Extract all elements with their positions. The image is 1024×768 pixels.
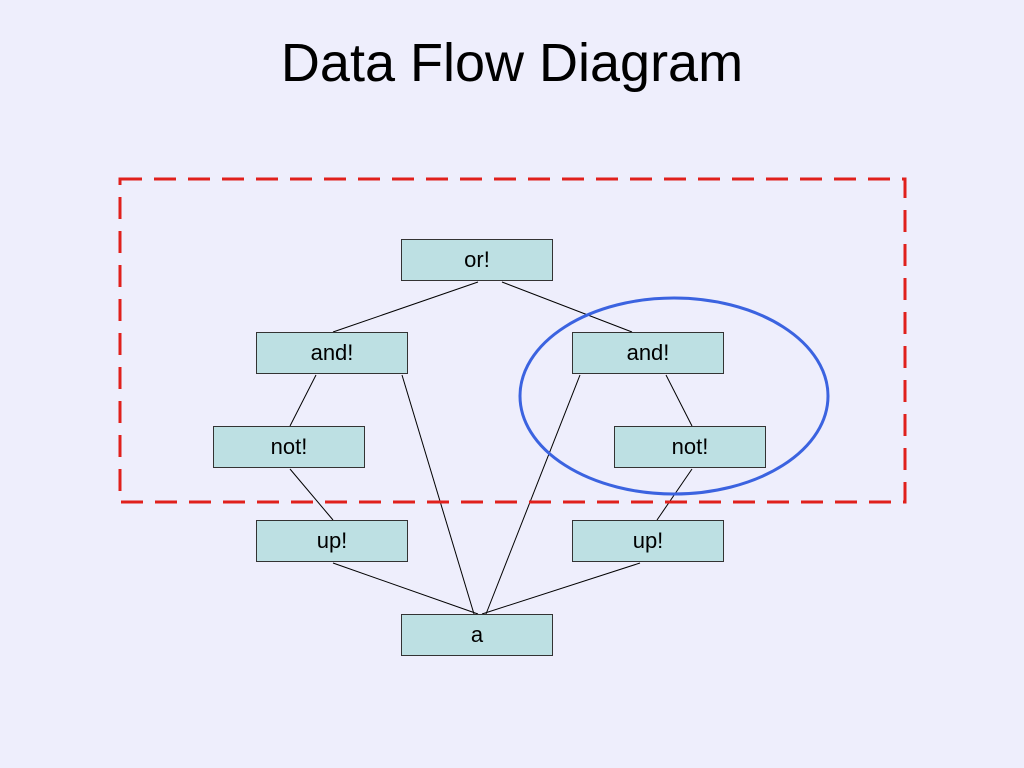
edge-up-right-a xyxy=(481,562,641,615)
page-title: Data Flow Diagram xyxy=(280,33,744,93)
edge-not-left-up-left xyxy=(289,468,334,521)
edge-up-left-a xyxy=(332,562,479,615)
dashed-region-outline xyxy=(118,177,907,504)
edge-or-and-left xyxy=(332,281,479,333)
node-up-right: up! xyxy=(572,520,724,562)
edge-and-left-not-left xyxy=(289,374,317,427)
edge-and-right-a xyxy=(485,374,581,615)
highlight-ellipse xyxy=(518,296,830,496)
edge-or-and-right xyxy=(501,281,633,333)
node-or: or! xyxy=(401,239,553,281)
node-a: a xyxy=(401,614,553,656)
node-and-left: and! xyxy=(256,332,408,374)
node-not-right: not! xyxy=(614,426,766,468)
node-and-right: and! xyxy=(572,332,724,374)
node-not-left: not! xyxy=(213,426,365,468)
edge-and-left-a xyxy=(401,374,475,615)
edge-and-right-not-right xyxy=(665,374,693,427)
node-up-left: up! xyxy=(256,520,408,562)
